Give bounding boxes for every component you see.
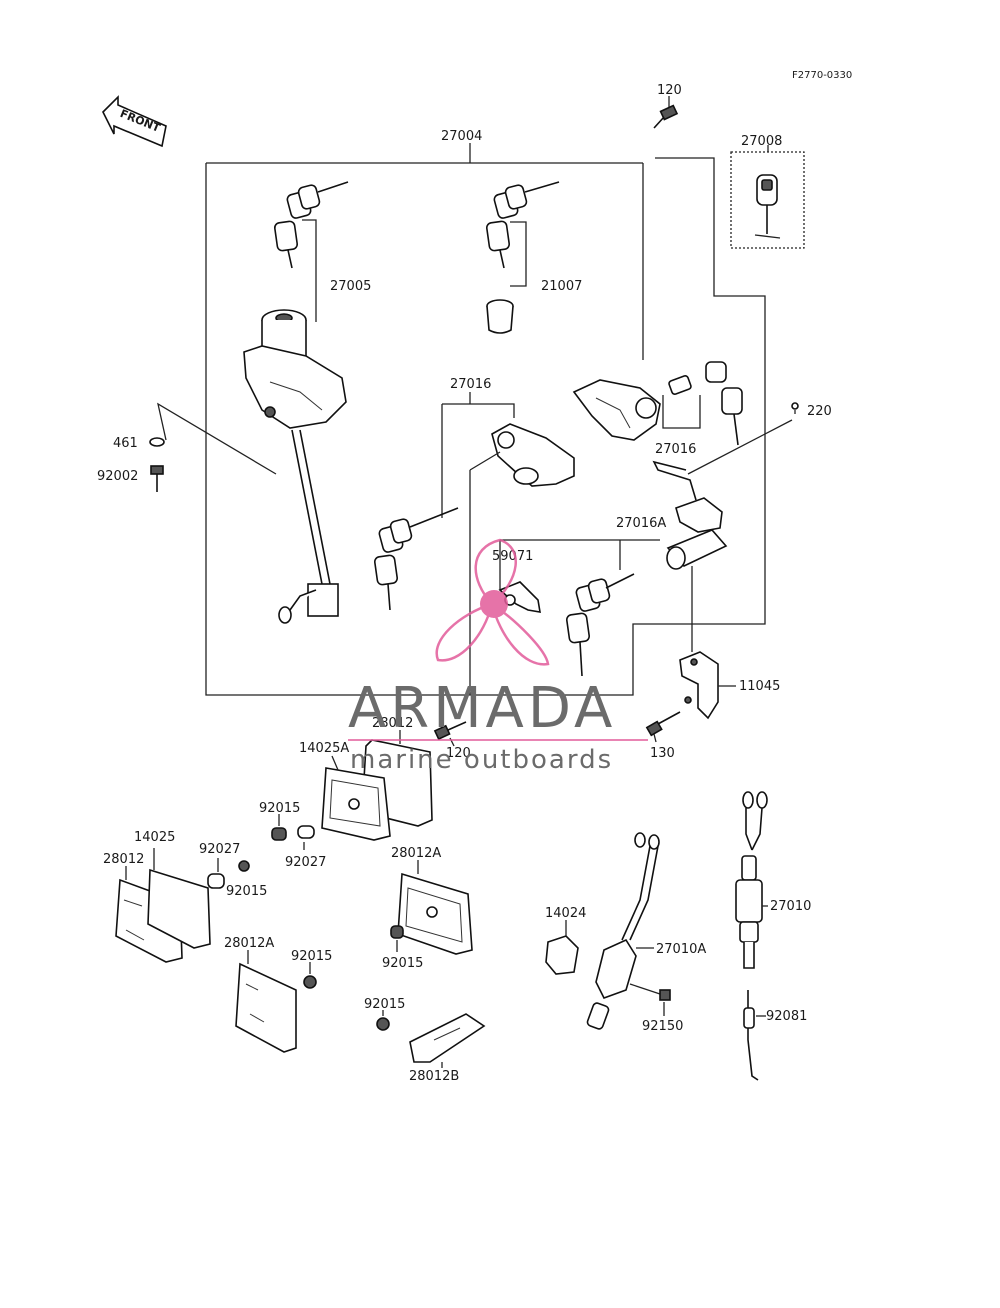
label-28012-left: 28012	[103, 852, 144, 867]
leader-461	[157, 402, 277, 475]
label-120-top: 120	[657, 83, 682, 98]
label-92027-b: 92027	[199, 842, 240, 857]
label-14025A: 14025A	[299, 741, 349, 756]
label-92002: 92002	[97, 469, 138, 484]
label-92027-a: 92027	[285, 855, 326, 870]
nut-92015-a	[271, 814, 287, 841]
bolt-130	[645, 711, 681, 743]
label-92015-d: 92015	[291, 949, 332, 964]
clip-14024	[545, 920, 579, 975]
label-14025: 14025	[134, 830, 175, 845]
bolt-92002	[150, 465, 164, 492]
fuel-cap-lock	[572, 361, 743, 446]
switch-27010A	[586, 832, 661, 1030]
label-27010A: 27010A	[656, 942, 706, 957]
nut-92015-e	[376, 1010, 390, 1031]
label-27010: 27010	[770, 899, 811, 914]
reflector-28012A-mid	[397, 860, 473, 955]
bolt-92150	[659, 989, 671, 1016]
key-set-21007	[485, 181, 560, 334]
label-27016A: 27016A	[616, 516, 666, 531]
label-28012B: 28012B	[409, 1069, 459, 1084]
label-28012-top: 28012	[372, 716, 413, 731]
nut-92015-b	[238, 860, 250, 872]
nut-92015-d	[303, 962, 317, 989]
label-92081: 92081	[766, 1009, 807, 1024]
bolt-120-top	[653, 96, 679, 129]
nut-92015-c	[390, 925, 404, 952]
label-120-mid: 120	[446, 746, 471, 761]
clip-59071	[498, 581, 541, 613]
label-14024: 14024	[545, 906, 586, 921]
key-set-27016A	[565, 573, 635, 677]
label-11045: 11045	[739, 679, 780, 694]
label-220: 220	[807, 404, 832, 419]
bracket-11045	[679, 651, 736, 720]
label-21007: 21007	[541, 279, 582, 294]
label-92015-a: 92015	[259, 801, 300, 816]
key-set-27005	[273, 181, 349, 322]
label-28012A-mid: 28012A	[391, 846, 441, 861]
label-27016-right: 27016	[655, 442, 696, 457]
front-arrow-icon: FRONT	[102, 95, 167, 148]
watermark-logo-icon	[435, 538, 550, 666]
watermark-brand: ARMADA	[348, 676, 616, 741]
cable-92081	[743, 990, 766, 1081]
spacer-92027-b	[207, 858, 225, 889]
reflector-28012A-low	[235, 950, 297, 1053]
screw-220	[687, 402, 799, 475]
label-92015-b: 92015	[226, 884, 267, 899]
label-92150: 92150	[642, 1019, 683, 1034]
seat-lock	[373, 392, 575, 695]
figure-id: F2770-0330	[792, 70, 852, 81]
label-461: 461	[113, 436, 138, 451]
reflector-28012B	[409, 1013, 486, 1068]
label-92015-e: 92015	[364, 997, 405, 1012]
label-28012A-low: 28012A	[224, 936, 274, 951]
key-card-27008	[730, 145, 805, 249]
sensor-27010	[735, 791, 768, 969]
ignition-switch	[243, 309, 347, 624]
spacer-92027-a	[297, 825, 315, 850]
label-27005: 27005	[330, 279, 371, 294]
label-27016-top: 27016	[450, 377, 491, 392]
reflector-28012-left	[115, 848, 211, 963]
helmet-lock-27016A	[499, 460, 728, 652]
label-27008: 27008	[741, 134, 782, 149]
label-92015-c: 92015	[382, 956, 423, 971]
reflector-base-14025A	[321, 755, 391, 841]
label-59071: 59071	[492, 549, 533, 564]
assembly-outline	[205, 143, 766, 696]
washer-461	[149, 437, 165, 447]
watermark-tagline: marine outboards	[350, 745, 613, 775]
label-27004: 27004	[441, 129, 482, 144]
label-130: 130	[650, 746, 675, 761]
